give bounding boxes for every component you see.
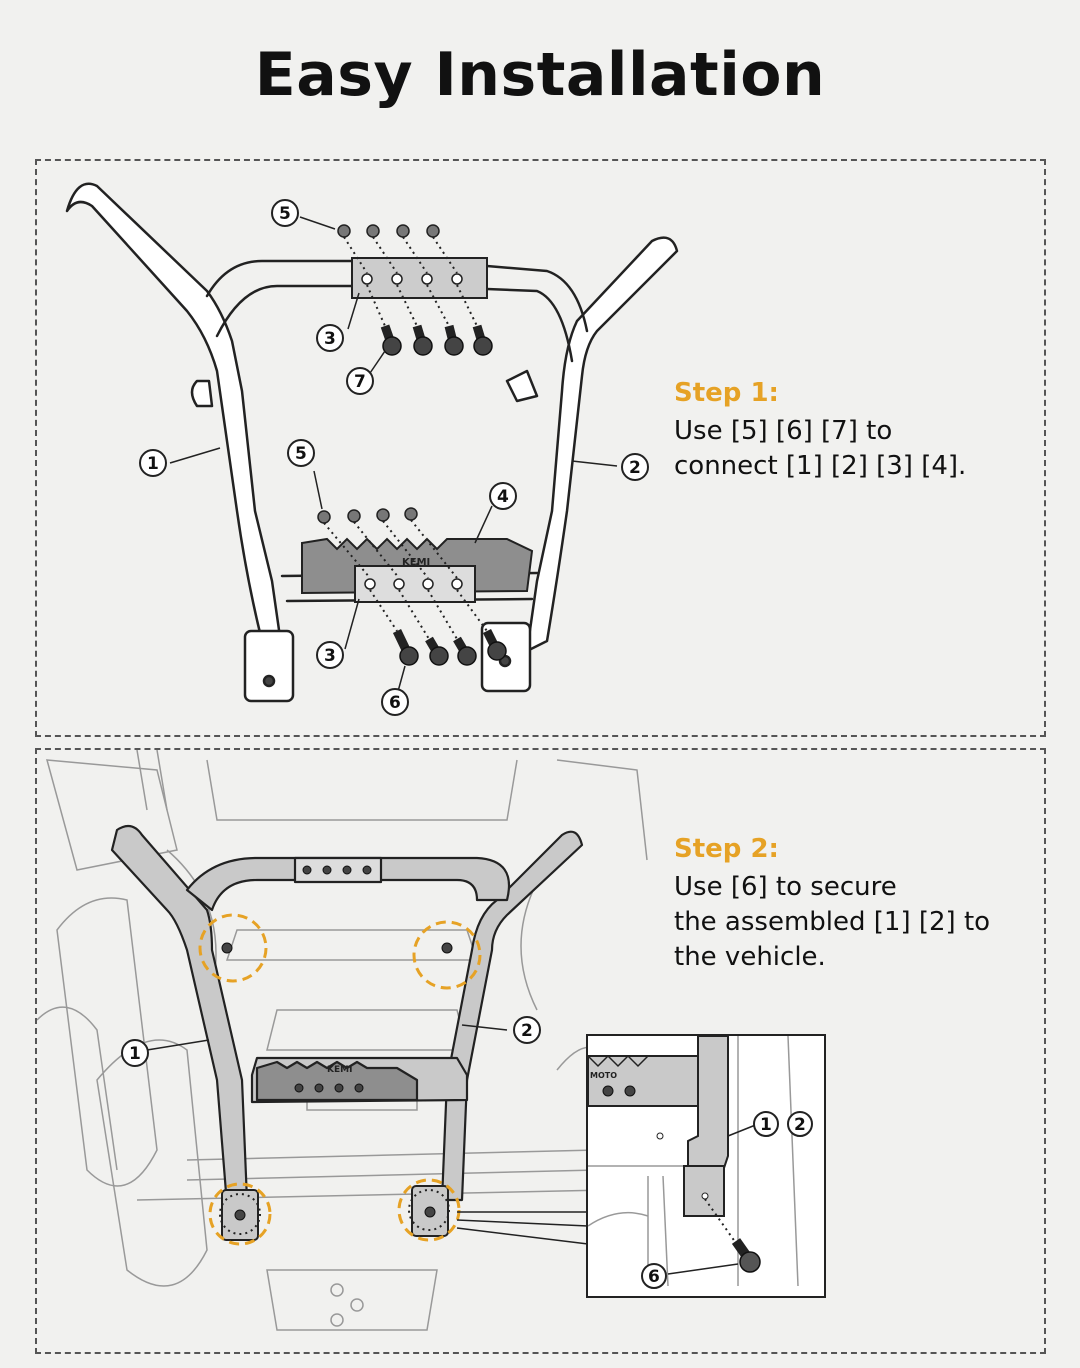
- svg-text:5: 5: [279, 204, 291, 224]
- step1-panel: KEMI: [35, 159, 1046, 737]
- svg-text:3: 3: [324, 646, 336, 666]
- step2-instructions: Step 2: Use [6] to secure the assembled …: [674, 834, 1054, 975]
- vehicle-mount-diagram: KEMI: [37, 750, 648, 1331]
- brand-label: KEMI: [402, 557, 430, 568]
- bracket-assembly-diagram: KEMI: [65, 182, 679, 716]
- callout-6-inset: 6: [641, 1263, 667, 1289]
- callout-1-inset: 1: [753, 1111, 779, 1137]
- svg-text:2: 2: [794, 1115, 806, 1135]
- brand-label-inset: MOTO: [590, 1071, 617, 1080]
- step2-title: Step 2:: [674, 834, 779, 864]
- callout-5-bottom: 5: [287, 439, 315, 467]
- svg-text:2: 2: [521, 1021, 533, 1041]
- detail-inset: MOTO 1 2 6: [586, 1034, 826, 1298]
- step1-title: Step 1:: [674, 378, 779, 408]
- step2-text: Use [6] to secure the assembled [1] [2] …: [674, 872, 991, 972]
- callout-4: 4: [489, 482, 517, 510]
- step2-panel: KEMI: [35, 748, 1046, 1354]
- svg-text:7: 7: [354, 372, 366, 392]
- step1-instructions: Step 1: Use [5] [6] [7] to connect [1] […: [674, 378, 1054, 484]
- svg-text:4: 4: [497, 487, 509, 507]
- step1-text: Use [5] [6] [7] to connect [1] [2] [3] […: [674, 416, 967, 481]
- brand-label-2: KEMI: [327, 1065, 352, 1075]
- callout-2: 2: [621, 453, 649, 481]
- svg-text:6: 6: [389, 693, 401, 713]
- callout-3-bottom: 3: [316, 641, 344, 669]
- svg-text:1: 1: [760, 1115, 772, 1135]
- callout-6: 6: [381, 688, 409, 716]
- callout-1-step2: 1: [121, 1039, 149, 1067]
- callout-7: 7: [346, 367, 374, 395]
- callout-2-inset: 2: [787, 1111, 813, 1137]
- svg-text:1: 1: [129, 1044, 141, 1064]
- page-title: Easy Installation: [254, 40, 826, 110]
- svg-text:2: 2: [629, 458, 641, 478]
- detail-inset-drawing: MOTO 1 2 6: [588, 1036, 813, 1289]
- callout-3-top: 3: [316, 324, 344, 352]
- callout-5-top: 5: [271, 199, 299, 227]
- svg-text:1: 1: [147, 454, 159, 474]
- callout-2-step2: 2: [513, 1016, 541, 1044]
- svg-text:3: 3: [324, 329, 336, 349]
- svg-text:5: 5: [295, 444, 307, 464]
- svg-text:6: 6: [648, 1267, 660, 1287]
- callout-1: 1: [139, 449, 167, 477]
